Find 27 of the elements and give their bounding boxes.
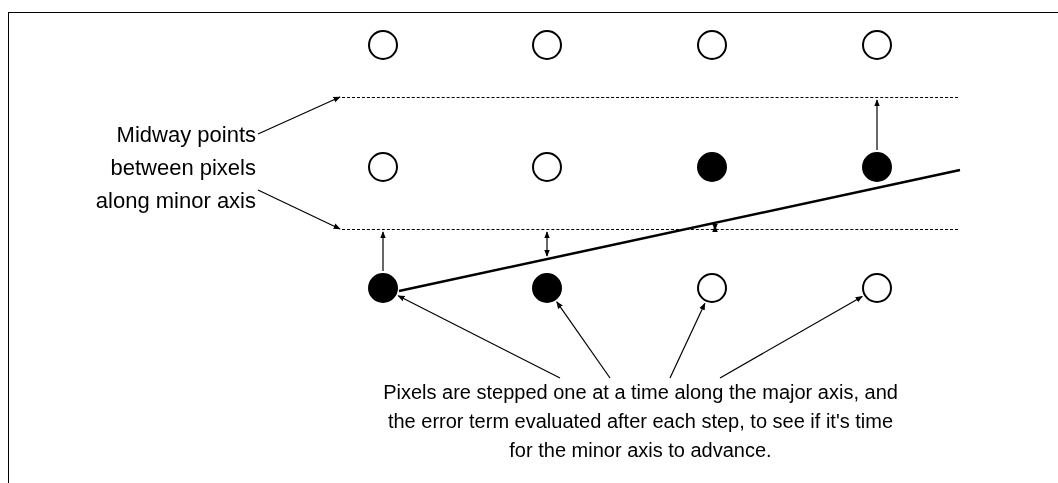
empty-pixel — [532, 152, 562, 182]
leader-arrow — [397, 295, 561, 379]
leader-arrow — [719, 295, 863, 379]
error-arrow — [380, 231, 386, 272]
empty-pixel — [532, 30, 562, 60]
midway-dashed-line — [342, 229, 958, 230]
leader-arrow — [257, 189, 341, 230]
empty-pixel — [697, 273, 727, 303]
empty-pixel — [862, 30, 892, 60]
filled-pixel — [532, 273, 562, 303]
filled-pixel — [697, 152, 727, 182]
error-arrow — [712, 223, 718, 233]
filled-pixel — [862, 152, 892, 182]
empty-pixel — [862, 273, 892, 303]
error-arrow — [544, 231, 550, 257]
leader-arrow — [556, 301, 611, 379]
error-arrow — [874, 99, 880, 151]
plotted-line — [398, 168, 961, 293]
annotation-text: Pixels are stepped one at a time along the major axis, and the error term evaluated after each step, to see if it's time for the minor axis to advance. — [383, 380, 898, 463]
annotation-text: Midway points between pixels along minor axis — [94, 121, 256, 215]
leader-arrow — [257, 96, 341, 135]
empty-pixel — [368, 30, 398, 60]
midway-dashed-line — [342, 97, 958, 98]
filled-pixel — [368, 273, 398, 303]
empty-pixel — [368, 152, 398, 182]
leader-arrow — [669, 302, 706, 379]
empty-pixel — [697, 30, 727, 60]
